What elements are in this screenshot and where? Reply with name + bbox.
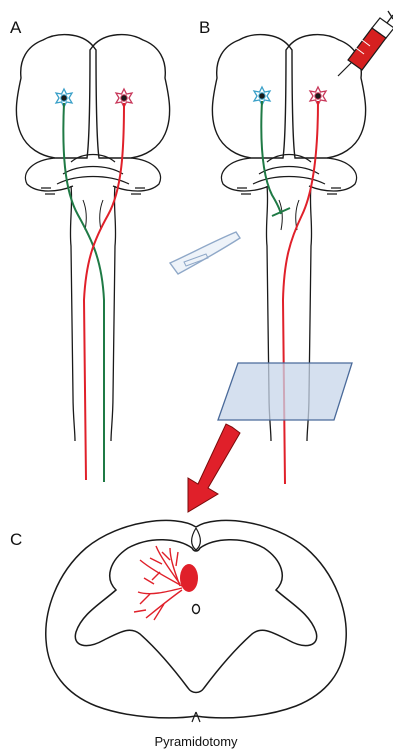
scalpel-icon [170, 232, 240, 274]
arrow-icon [188, 424, 240, 512]
corticospinal-tract [180, 564, 198, 592]
caption: Pyramidotomy [154, 734, 238, 749]
panel-a-brain [16, 35, 169, 441]
panel-b-label: B [199, 18, 210, 37]
panel-c-label: C [10, 530, 22, 549]
section-plane-icon [218, 363, 352, 420]
sprouting-fibers [134, 546, 182, 620]
panel-a-label: A [10, 18, 22, 37]
spinal-cord-cross-section [46, 520, 346, 722]
